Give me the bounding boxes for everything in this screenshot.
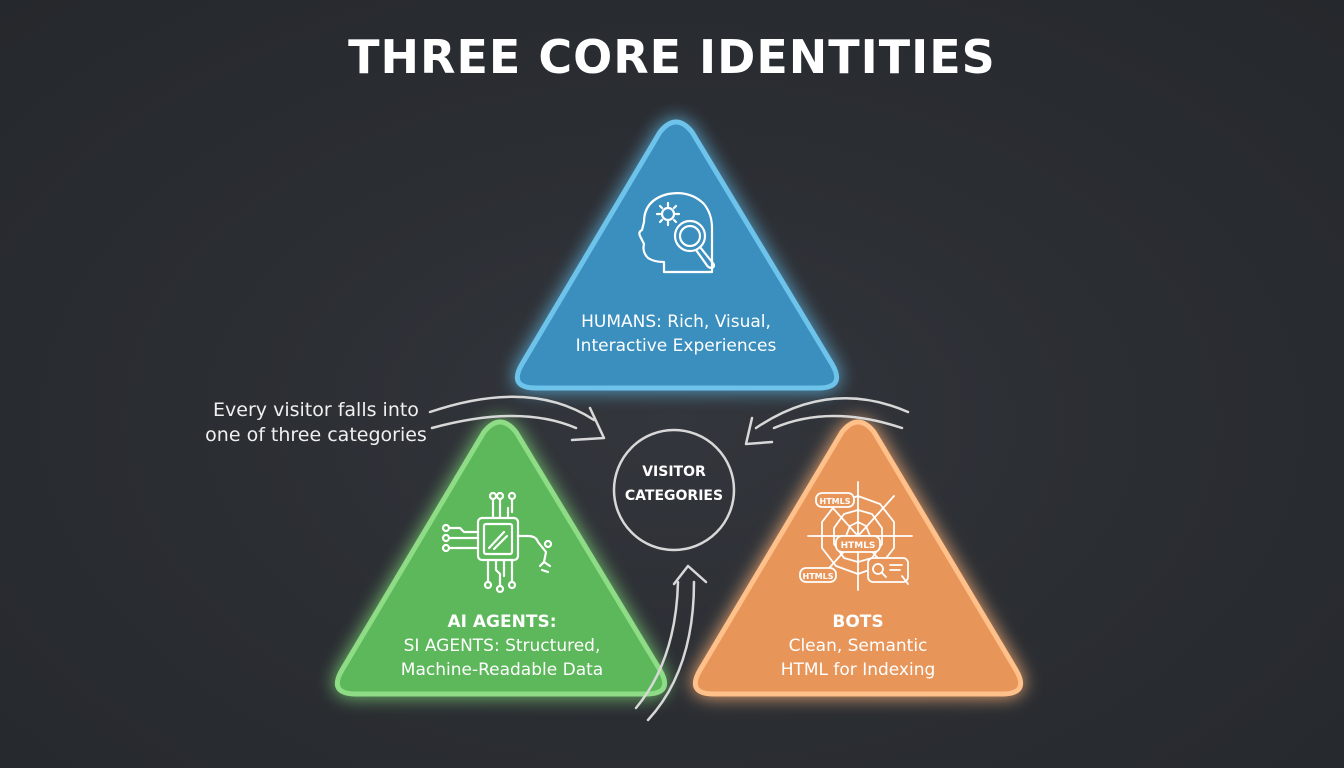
spider-web-html-icon: HTMLS HTMLS HTMLS <box>799 481 913 591</box>
bots-line-3: HTML for Indexing <box>780 660 936 680</box>
html-tag-top: HTMLS <box>820 497 851 506</box>
humans-line-2: Interactive Experiences <box>575 336 777 356</box>
bots-line-1: BOTS <box>832 612 884 632</box>
arrow-bottom-icon <box>634 564 708 722</box>
agents-label: AI AGENTS: SI AGENTS: Structured, Machin… <box>352 610 652 682</box>
head-gear-magnifier-icon <box>638 192 716 274</box>
page-title: THREE CORE IDENTITIES <box>348 30 996 84</box>
chip-robot-arm-icon <box>441 491 553 594</box>
center-line-2: CATEGORIES <box>624 488 724 504</box>
humans-triangle <box>514 119 840 391</box>
visitor-categories-circle <box>612 428 736 552</box>
agents-line-1: AI AGENTS: <box>447 612 557 632</box>
bots-label: BOTS Clean, Semantic HTML for Indexing <box>708 610 1008 682</box>
arrow-left-icon <box>428 395 606 442</box>
arrow-right-icon <box>744 397 910 446</box>
bots-line-2: Clean, Semantic <box>788 636 928 656</box>
center-line-1: VISITOR <box>642 464 706 480</box>
caption-line-2: one of three categories <box>205 424 427 446</box>
intro-caption: Every visitor falls into one of three ca… <box>196 398 436 448</box>
agents-line-2: SI AGENTS: Structured, <box>403 636 601 656</box>
caption-line-1: Every visitor falls into <box>213 399 419 421</box>
visitor-categories-label: VISITOR CATEGORIES <box>614 460 734 508</box>
humans-line-1: HUMANS: Rich, Visual, <box>581 312 771 332</box>
html-tag-bottom: HTMLS <box>803 572 834 581</box>
html-tag-middle: HTMLS <box>841 541 876 551</box>
agents-triangle <box>334 419 668 697</box>
agents-line-3: Machine-Readable Data <box>400 660 604 680</box>
humans-label: HUMANS: Rich, Visual, Interactive Experi… <box>536 310 816 358</box>
